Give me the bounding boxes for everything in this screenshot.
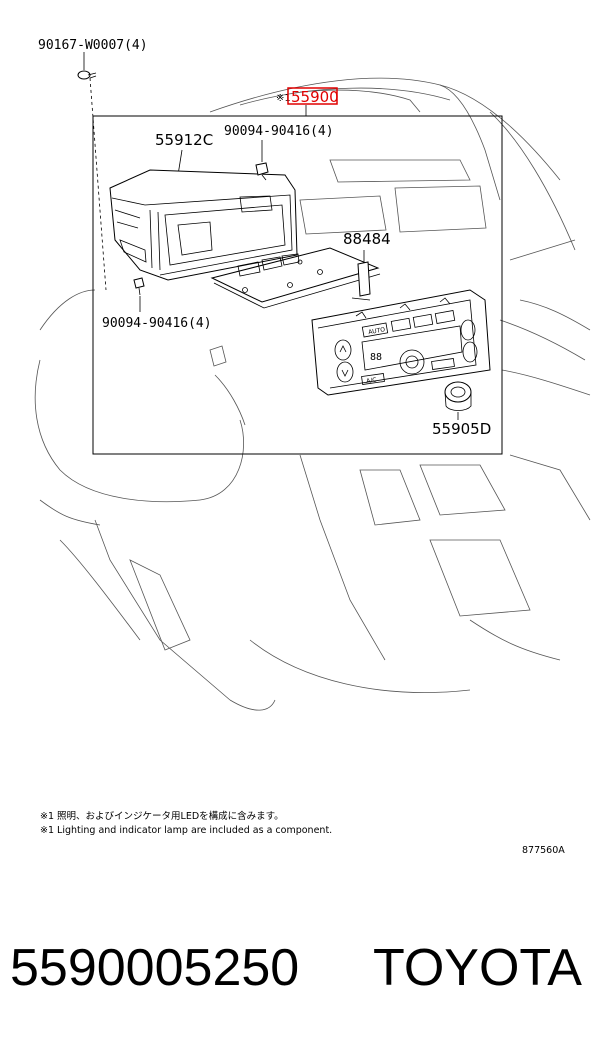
btn-auto: AUTO [368,326,386,336]
callout-screw-top: 90167-W0007(4) [38,38,148,53]
panel-display: 88 [370,352,382,363]
callout-main-marker: ※1 [276,93,290,104]
bolt-left-icon [133,277,145,296]
label-sticker [351,261,371,301]
footer-part-number: 5590005250 [10,939,300,997]
note-english: ※1 Lighting and indicator lamp are inclu… [40,825,332,836]
callout-bracket: 55912C [155,131,213,149]
note-japanese: ※1 照明、およびインジケータ用LEDを構成に含みます。 [40,810,284,822]
main-part-highlight [287,87,338,105]
circuit-board [210,247,381,309]
bracket-housing [109,169,298,281]
illustration-id: 877560A [522,845,565,856]
callout-main-part: 55900 [291,88,339,106]
callout-knob: 55905D [432,420,491,438]
callout-bolt-left: 90094-90416(4) [102,316,212,331]
knob-icon [444,381,472,411]
screw-top-icon [77,70,97,80]
btn-ac: A/C [366,377,377,385]
parts-diagram: 90167-W0007(4) ※1 55900 55912C 90094-904… [34,38,591,856]
bolt-right-icon [255,162,269,181]
callout-bolt-right: 90094-90416(4) [224,124,334,139]
callout-label-part: 88484 [343,230,391,248]
detail-frame [92,115,503,455]
climate-control-panel: AUTO 88 A/C [311,289,491,396]
dashboard-outline [34,77,591,711]
footer-brand: TOYOTA [373,939,582,997]
